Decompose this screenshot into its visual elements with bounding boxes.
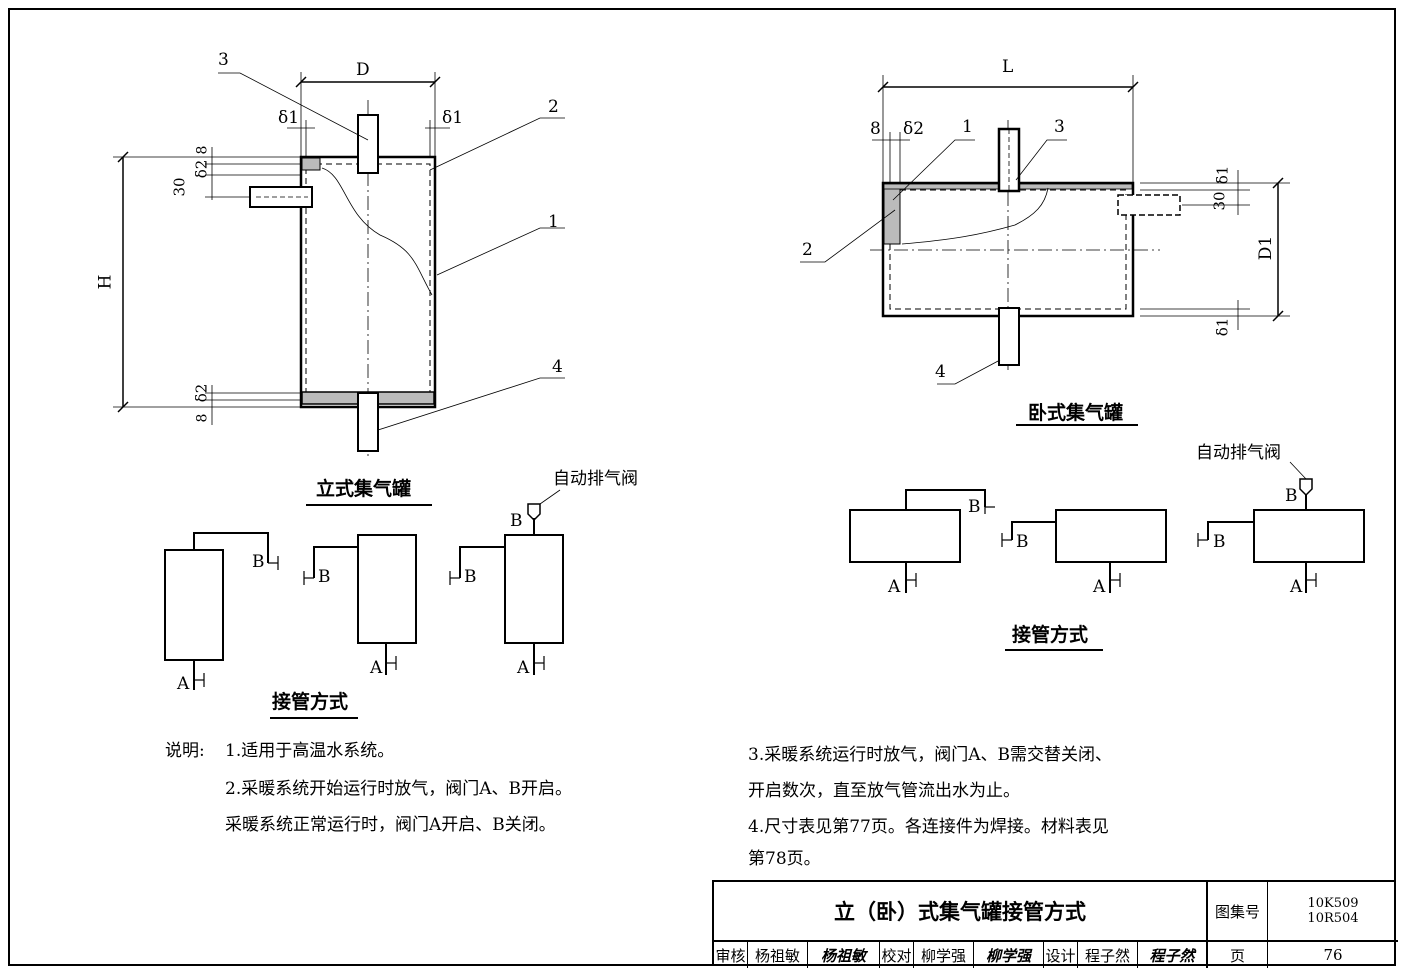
callout-2: 2 bbox=[548, 97, 559, 117]
note-2a: 2.采暖系统开始运行时放气，阀门A、B开启。 bbox=[225, 779, 572, 799]
atlas-number-2: 10R504 bbox=[1307, 911, 1359, 926]
callout-1: 1 bbox=[548, 212, 559, 232]
right-connection-diagrams bbox=[849, 461, 1365, 593]
reviewer-signature: 杨祖敏 bbox=[808, 942, 880, 968]
vertical-tank bbox=[113, 72, 565, 460]
check-label: 校对 bbox=[880, 942, 914, 968]
dim-8-top: 8 bbox=[194, 145, 211, 155]
callout-h-2: 2 bbox=[802, 240, 813, 260]
dim-delta1-right: δ1 bbox=[442, 108, 464, 128]
dim-delta1-right-top: δ1 bbox=[1213, 165, 1232, 185]
checker-signature: 柳学强 bbox=[974, 942, 1044, 968]
valve-h-b-1: B bbox=[968, 497, 981, 517]
dim-H: H bbox=[95, 274, 116, 290]
note-3a: 3.采暖系统运行时放气，阀门A、B需交替关闭、 bbox=[748, 745, 1112, 765]
page-number: 76 bbox=[1323, 946, 1343, 964]
horizontal-tank-title: 卧式集气罐 bbox=[1028, 402, 1124, 424]
note-4b: 第78页。 bbox=[748, 849, 821, 869]
drawing-title: 立（卧）式集气罐接管方式 bbox=[714, 882, 1208, 942]
note-4a: 4.尺寸表见第77页。各连接件为焊接。材料表见 bbox=[748, 817, 1109, 837]
checker-name: 柳学强 bbox=[914, 942, 974, 968]
valve-h-a-1: A bbox=[888, 577, 901, 597]
note-1: 1.适用于高温水系统。 bbox=[225, 741, 395, 761]
left-connection-diagrams bbox=[164, 489, 564, 690]
auto-vent-valve-label-right: 自动排气阀 bbox=[1196, 443, 1281, 463]
dim-D: D bbox=[356, 60, 370, 80]
drawing-frame bbox=[8, 8, 1396, 966]
design-label: 设计 bbox=[1044, 942, 1078, 968]
dim-D1: D1 bbox=[1256, 235, 1277, 261]
vertical-tank-title: 立式集气罐 bbox=[316, 478, 412, 500]
valve-h-b-3: B bbox=[1213, 532, 1226, 552]
valve-b-3-top: B bbox=[510, 511, 523, 531]
atlas-number-1: 10K509 bbox=[1307, 896, 1359, 911]
dim-30: 30 bbox=[170, 177, 189, 197]
dim-30-right: 30 bbox=[1210, 191, 1229, 211]
dim-delta1-right-bottom: δ1 bbox=[1213, 317, 1232, 337]
callout-3: 3 bbox=[218, 50, 229, 70]
note-2b: 采暖系统正常运行时，阀门A开启、B关闭。 bbox=[225, 815, 556, 835]
dim-8-bottom: 8 bbox=[194, 413, 211, 423]
valve-b-3: B bbox=[464, 567, 477, 587]
review-label: 审核 bbox=[714, 942, 748, 968]
horizontal-tank bbox=[800, 75, 1290, 385]
page-label: 页 bbox=[1208, 942, 1268, 968]
reviewer-name: 杨祖敏 bbox=[748, 942, 808, 968]
note-3b: 开启数次，直至放气管流出水为止。 bbox=[748, 781, 1020, 801]
right-connection-title: 接管方式 bbox=[1012, 624, 1089, 646]
dim-delta1-left: δ1 bbox=[278, 108, 300, 128]
valve-a-3: A bbox=[517, 658, 530, 678]
valve-a-1: A bbox=[177, 674, 190, 694]
designer-name: 程子然 bbox=[1078, 942, 1138, 968]
callout-4: 4 bbox=[552, 357, 563, 377]
dim-delta2-right: δ2 bbox=[903, 119, 925, 139]
valve-h-a-3: A bbox=[1290, 577, 1303, 597]
title-block: 立（卧）式集气罐接管方式 图集号 10K509 10R504 审核 杨祖敏 杨祖… bbox=[712, 880, 1398, 968]
dim-delta2-bottom: δ2 bbox=[192, 383, 211, 403]
valve-h-a-2: A bbox=[1093, 577, 1106, 597]
auto-vent-valve-label-left: 自动排气阀 bbox=[553, 469, 638, 489]
valve-b-2: B bbox=[318, 567, 331, 587]
dim-8-right: 8 bbox=[870, 119, 881, 139]
valve-b-1: B bbox=[252, 552, 265, 572]
callout-h-1: 1 bbox=[962, 117, 973, 137]
valve-a-2: A bbox=[370, 658, 383, 678]
atlas-label: 图集号 bbox=[1208, 882, 1268, 942]
designer-signature: 程子然 bbox=[1138, 942, 1208, 968]
left-connection-title: 接管方式 bbox=[272, 691, 349, 713]
valve-h-b-3-top: B bbox=[1285, 486, 1298, 506]
atlas-number: 10K509 10R504 bbox=[1268, 882, 1398, 942]
dim-delta2-top: δ2 bbox=[192, 159, 211, 179]
callout-h-3: 3 bbox=[1054, 117, 1065, 137]
notes-label: 说明: bbox=[165, 741, 205, 761]
dim-L: L bbox=[1002, 57, 1014, 77]
callout-h-4: 4 bbox=[935, 362, 946, 382]
valve-h-b-2: B bbox=[1016, 532, 1029, 552]
